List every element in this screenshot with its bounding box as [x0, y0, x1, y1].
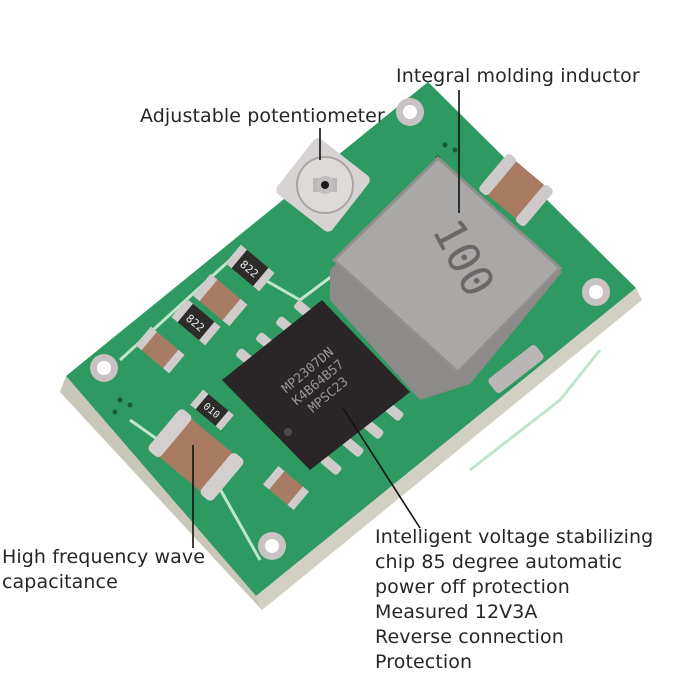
- potentiometer-label: Adjustable potentiometer: [140, 105, 385, 127]
- capacitor-label-line: capacitance: [2, 571, 118, 593]
- inductor-label: Integral molding inductor: [396, 65, 640, 87]
- chip-label-line: Protection: [375, 651, 473, 673]
- chip-label-line: Intelligent voltage stabilizing: [375, 526, 654, 548]
- mounting-holes: [90, 98, 610, 560]
- molding-inductor: 100: [330, 155, 563, 400]
- adjustable-potentiometer: [276, 138, 370, 232]
- chip-label-line: power off protection: [375, 576, 570, 598]
- resistor-822-a: 822: [225, 244, 275, 292]
- capacitor-label: High frequency wave capacitance: [2, 545, 205, 595]
- chip-label-line: Measured 12V3A: [375, 601, 538, 623]
- inductor-solder-tab: [488, 345, 544, 393]
- chip-label-line: Reverse connection: [375, 626, 564, 648]
- pointer-chip: [342, 407, 421, 529]
- capacitor-small-b: [135, 326, 185, 374]
- regulator-chip: MP2307DN K4B64B57 MPSC23: [222, 300, 410, 475]
- chip-label-line: chip 85 degree automatic: [375, 551, 623, 573]
- chip-label: Intelligent voltage stabilizing chip 85 …: [375, 525, 653, 675]
- high-frequency-capacitor: [148, 409, 244, 501]
- capacitor-small-a: [192, 273, 248, 327]
- capacitor-label-line: High frequency wave: [2, 546, 206, 568]
- resistor-822-b: 822: [171, 298, 221, 346]
- capacitor-small-c: [262, 465, 310, 511]
- resistor-010: 010: [190, 389, 234, 431]
- callout-pointer-lines: [192, 90, 460, 548]
- capacitor-top-right: [479, 153, 553, 227]
